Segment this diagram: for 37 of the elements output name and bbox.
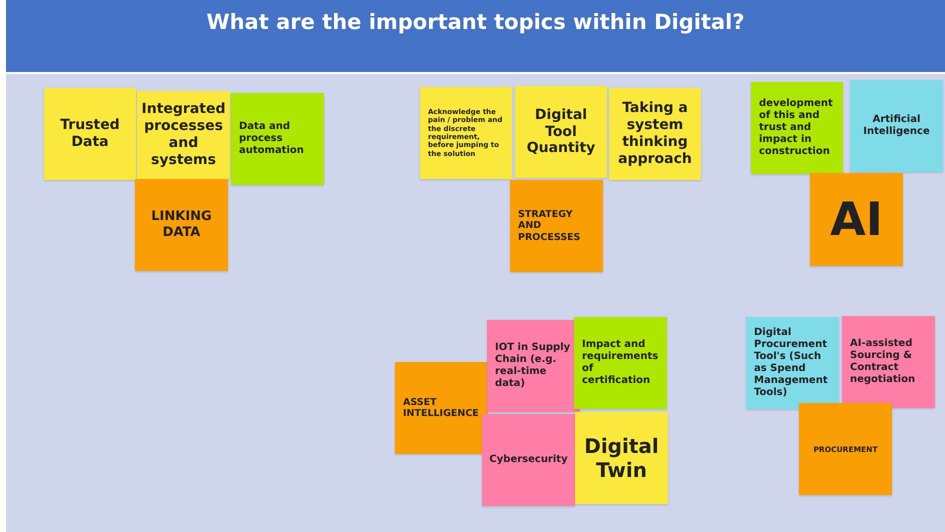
sticky-note [44, 88, 136, 180]
sticky-note [751, 82, 843, 174]
title: What are the important topics within Digital? [206, 10, 745, 34]
note-text: Cybersecurity [489, 454, 568, 466]
note-text: Digital Procurement Tool's (Such as Spend Management Tools) [754, 327, 829, 399]
sticky-note [810, 173, 903, 266]
sticky-note [609, 88, 701, 180]
sticky-note [135, 179, 228, 271]
note-text: Digital Twin [583, 434, 660, 482]
sticky-note [515, 86, 607, 178]
sticky-note [850, 80, 943, 172]
note-text: Artificial Intelligence [862, 114, 931, 138]
note-text: Impact and requirements of certification [582, 339, 659, 387]
note-text: Taking a system thinking approach [617, 100, 693, 168]
sticky-note [482, 414, 575, 506]
sticky-note [574, 317, 667, 409]
note-text: AI-assisted Sourcing & Contract negotiation [850, 338, 916, 386]
note-text: Digital Tool Quantity [526, 106, 596, 158]
note-text: ASSET INTELLIGENCE [403, 396, 480, 420]
note-text: development of this and trust and impact in construction [759, 98, 834, 158]
note-text: LINKING DATA [150, 209, 213, 241]
sticky-note [137, 91, 230, 179]
sticky-note [231, 93, 324, 185]
note-text: IOT in Supply Chain (e.g. real-time data) [495, 342, 572, 390]
sticky-note [746, 317, 839, 409]
sticky-note [799, 403, 892, 495]
sticky-note [510, 180, 603, 272]
note-text: AI [830, 192, 883, 248]
note-text: STRATEGY AND PROCESSES [518, 208, 582, 244]
sticky-note [395, 362, 488, 454]
sticky-note [487, 320, 580, 412]
note-text: Trusted Data [59, 117, 121, 151]
sticky-note [575, 412, 668, 504]
note-text: Data and process automation [239, 121, 305, 157]
note-text: Integrated processes and systems [142, 101, 226, 169]
sticky-note [420, 87, 512, 179]
sticky-note [842, 316, 935, 408]
